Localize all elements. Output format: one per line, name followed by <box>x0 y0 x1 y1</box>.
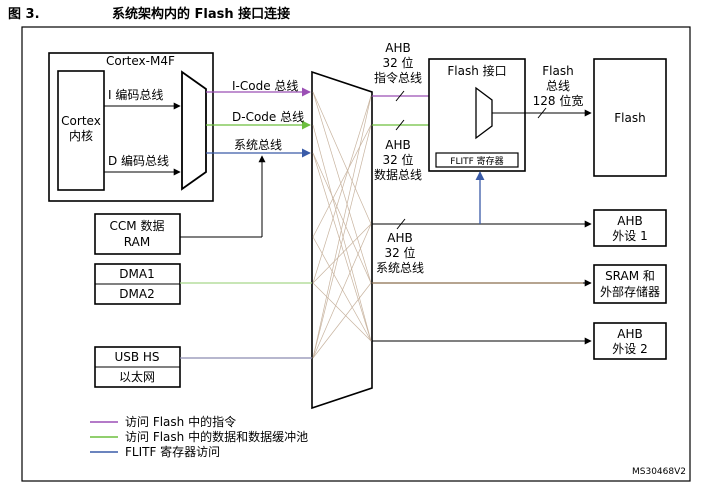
cortex-core-line1: Cortex <box>61 114 101 128</box>
ahb-data-l1: AHB <box>385 138 410 152</box>
ahb-sys-l2: 32 位 <box>384 245 415 260</box>
ahb-sys-l3: 系统总线 <box>376 261 424 275</box>
ahb-data-l2: 32 位 <box>382 152 413 167</box>
dcode-bus-label: D-Code 总线 <box>232 110 304 124</box>
ccm-ram-line1: CCM 数据 <box>110 218 165 233</box>
cortex-core-box <box>57 70 105 191</box>
ahb-periph2-l1: AHB <box>617 327 642 341</box>
legend-label-data: 访问 Flash 中的数据和数据缓冲池 <box>125 429 308 444</box>
figure-reference: MS30468V2 <box>632 467 686 477</box>
legend-label-register: FLITF 寄存器访问 <box>125 444 220 459</box>
flash-interface-mux <box>475 86 493 140</box>
flash-memory-box <box>593 58 667 177</box>
usb-hs-label: USB HS <box>114 350 159 364</box>
ahb-periph2-l2: 外设 2 <box>612 342 647 356</box>
flitf-register-box <box>435 152 519 168</box>
ahb-periph2-box <box>593 322 667 360</box>
ahb-data-l3: 数据总线 <box>374 167 422 182</box>
flash-memory-label: Flash <box>614 111 645 125</box>
sram-ext-memory-l1: SRAM 和 <box>605 269 655 283</box>
flash-bus-l2: 总线 <box>546 79 570 93</box>
ethernet-label: 以太网 <box>119 369 155 384</box>
ccm-ram-line2: RAM <box>124 235 150 249</box>
dma1-label: DMA1 <box>119 267 154 281</box>
ahb-instr-l2: 32 位 <box>382 55 413 70</box>
sram-ext-memory-l2: 外部存储器 <box>600 284 660 299</box>
flash-interface-title: Flash 接口 <box>447 63 506 78</box>
sram-ext-memory-box <box>593 264 667 304</box>
flash-bus-l1: Flash <box>542 64 573 78</box>
bus-matrix <box>311 70 373 410</box>
figure-number: 图 3. <box>8 7 40 22</box>
ahb-periph1-box <box>593 209 667 247</box>
cortex-core-line2: 内核 <box>69 129 93 143</box>
ahb-periph1-l1: AHB <box>617 214 642 228</box>
dma2-label: DMA2 <box>119 287 154 301</box>
flitf-register-label: FLITF 寄存器 <box>450 155 503 167</box>
matrix-fan-lines <box>312 91 372 359</box>
core-bus-mux <box>181 70 207 191</box>
ahb-periph1-l2: 外设 1 <box>612 229 647 243</box>
legend-label-instruction: 访问 Flash 中的指令 <box>125 414 236 429</box>
figure-title: 系统架构内的 Flash 接口连接 <box>112 6 290 22</box>
ccm-ram-box <box>94 213 181 255</box>
flash-bus-l3: 128 位宽 <box>533 93 584 108</box>
ahb-instr-l1: AHB <box>385 41 410 55</box>
ibus-label: I 编码总线 <box>108 87 163 102</box>
cortex-m4f-label: Cortex-M4F <box>106 54 175 68</box>
dbus-label: D 编码总线 <box>108 153 169 168</box>
ahb-sys-l1: AHB <box>387 231 412 245</box>
system-bus-label: 系统总线 <box>234 138 282 152</box>
icode-bus-label: I-Code 总线 <box>232 79 298 93</box>
ahb-instr-l3: 指令总线 <box>374 70 422 85</box>
